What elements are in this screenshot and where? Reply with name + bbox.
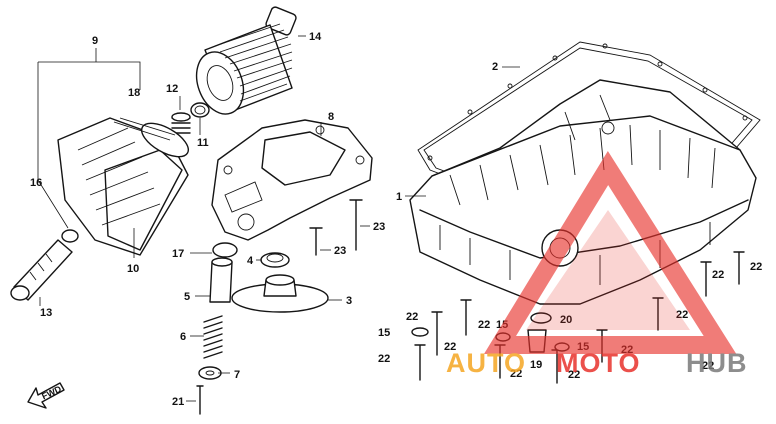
pipe-5 [209, 257, 233, 303]
washer-15-a [411, 327, 429, 337]
forward-direction-marker: FWD [27, 382, 65, 409]
bolt-22-c [414, 344, 426, 381]
label-part-19: 19 [530, 359, 542, 371]
autmotohub-watermark: AUTO MOTO HUB [446, 150, 748, 378]
label-part-7: 7 [234, 369, 240, 381]
label-part-2: 2 [492, 61, 498, 73]
label-part-4: 4 [247, 255, 254, 267]
bolt-22-a [431, 311, 443, 356]
label-part-1: 1 [396, 191, 402, 203]
label-part-18: 18 [128, 87, 140, 99]
bolt-22-h [700, 261, 712, 297]
label-part-11: 11 [197, 137, 209, 149]
washer-7 [198, 366, 222, 380]
label-part-16: 16 [30, 177, 42, 189]
label-part-22-c: 22 [478, 319, 490, 331]
spring-12 [171, 112, 191, 134]
bolt-23-b [309, 227, 323, 256]
o-ring-11 [190, 102, 210, 118]
oil-filter-part [195, 6, 297, 115]
label-part-13: 13 [40, 307, 52, 319]
label-part-17: 17 [172, 248, 184, 260]
gasket-17 [212, 242, 238, 258]
washer-20 [530, 312, 552, 324]
bolt-22-g [652, 297, 664, 331]
label-part-20: 20 [560, 314, 572, 326]
label-part-22-a: 22 [406, 311, 418, 323]
label-part-21: 21 [172, 396, 184, 408]
watermark-text-auto: AUTO [446, 348, 526, 378]
leader-lines [37, 35, 520, 402]
seal-4 [260, 252, 290, 268]
label-part-23-b: 23 [334, 245, 346, 257]
label-part-22-i: 22 [712, 269, 724, 281]
label-part-22-b: 22 [378, 353, 390, 365]
label-part-6: 6 [180, 331, 186, 343]
bolt-22-i [733, 251, 745, 285]
watermark-triangle-icon [483, 150, 737, 354]
label-part-22-f: 22 [568, 369, 580, 381]
bolt-22-b [460, 299, 472, 336]
label-part-8: 8 [328, 111, 334, 123]
bolt-21 [196, 385, 204, 415]
oil-cooler-housing [57, 117, 190, 256]
label-part-22-h: 22 [676, 309, 688, 321]
bolt-23-a [349, 199, 363, 251]
watermark-text-hub: HUB [686, 348, 748, 378]
label-part-15-a: 15 [378, 327, 390, 339]
relief-valve-housing [211, 119, 373, 241]
label-part-12: 12 [166, 83, 178, 95]
label-part-9: 9 [92, 35, 98, 47]
oil-strainer-screen [231, 274, 329, 313]
label-part-22-k: 22 [702, 360, 714, 372]
label-part-22-d: 22 [444, 341, 456, 353]
label-part-14: 14 [309, 31, 322, 43]
spring-6 [203, 315, 223, 359]
label-part-5: 5 [184, 291, 190, 303]
oil-strainer-pipe [10, 229, 79, 301]
label-part-22-j: 22 [750, 261, 762, 273]
label-part-23-a: 23 [373, 221, 385, 233]
label-part-22-e: 22 [510, 368, 522, 380]
label-part-10: 10 [127, 263, 139, 275]
label-part-3: 3 [346, 295, 352, 307]
watermark-text-moto: MOTO [556, 348, 641, 378]
